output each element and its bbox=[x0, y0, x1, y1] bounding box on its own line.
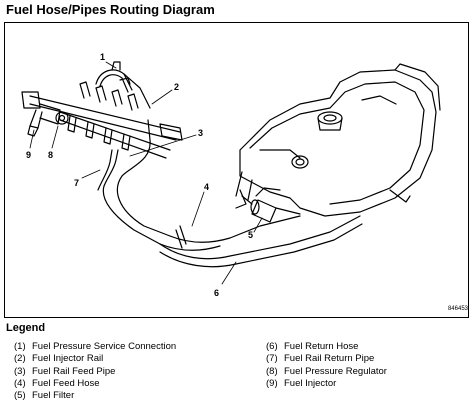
diagram-frame bbox=[4, 22, 469, 318]
callout-3: 3 bbox=[198, 128, 203, 138]
diagram-title: Fuel Hose/Pipes Routing Diagram bbox=[6, 2, 215, 17]
legend-item: (7)Fuel Rail Return Pipe bbox=[266, 353, 375, 365]
callout-2: 2 bbox=[174, 82, 179, 92]
figure-number: 846453 bbox=[447, 306, 468, 312]
legend-item: (1)Fuel Pressure Service Connection bbox=[14, 341, 177, 352]
fuel-filter bbox=[235, 187, 301, 223]
callout-6: 6 bbox=[214, 288, 219, 298]
callout-5: 5 bbox=[248, 230, 253, 240]
legend-heading: Legend bbox=[6, 322, 46, 334]
legend-item: (4)Fuel Feed Hose bbox=[14, 377, 100, 389]
legend-column-right: (6)Fuel Return Hose (7)Fuel Rail Return … bbox=[266, 341, 387, 390]
legend-item: (2)Fuel Injector Rail bbox=[14, 353, 104, 365]
fuel-return-hose bbox=[159, 215, 363, 268]
legend-column-left: (1)Fuel Pressure Service Connection (2)F… bbox=[14, 341, 176, 402]
leader-lines bbox=[29, 61, 263, 285]
callout-8: 8 bbox=[48, 150, 53, 160]
fuel-tank bbox=[235, 63, 441, 217]
legend-item: (9)Fuel Injector bbox=[266, 377, 337, 389]
routing-illustration: 1 2 3 4 5 6 7 8 9 bbox=[21, 52, 441, 298]
fuel-pressure-regulator bbox=[55, 111, 69, 125]
legend-item: (5)Fuel Filter bbox=[14, 390, 75, 402]
callout-4: 4 bbox=[204, 182, 209, 192]
callout-9: 9 bbox=[26, 150, 31, 160]
fuel-injector-rail bbox=[21, 61, 183, 159]
fuel-feed-hose bbox=[159, 215, 301, 251]
legend-item: (6)Fuel Return Hose bbox=[266, 341, 359, 352]
fuel-rail-feed-pipe bbox=[116, 119, 171, 237]
callout-7: 7 bbox=[74, 178, 79, 188]
legend-item: (3)Fuel Rail Feed Pipe bbox=[14, 365, 116, 377]
legend-item: (8)Fuel Pressure Regulator bbox=[266, 365, 387, 377]
callout-1: 1 bbox=[100, 52, 105, 62]
fuel-rail-return-pipe bbox=[97, 149, 161, 245]
fuel-injector bbox=[27, 109, 43, 137]
